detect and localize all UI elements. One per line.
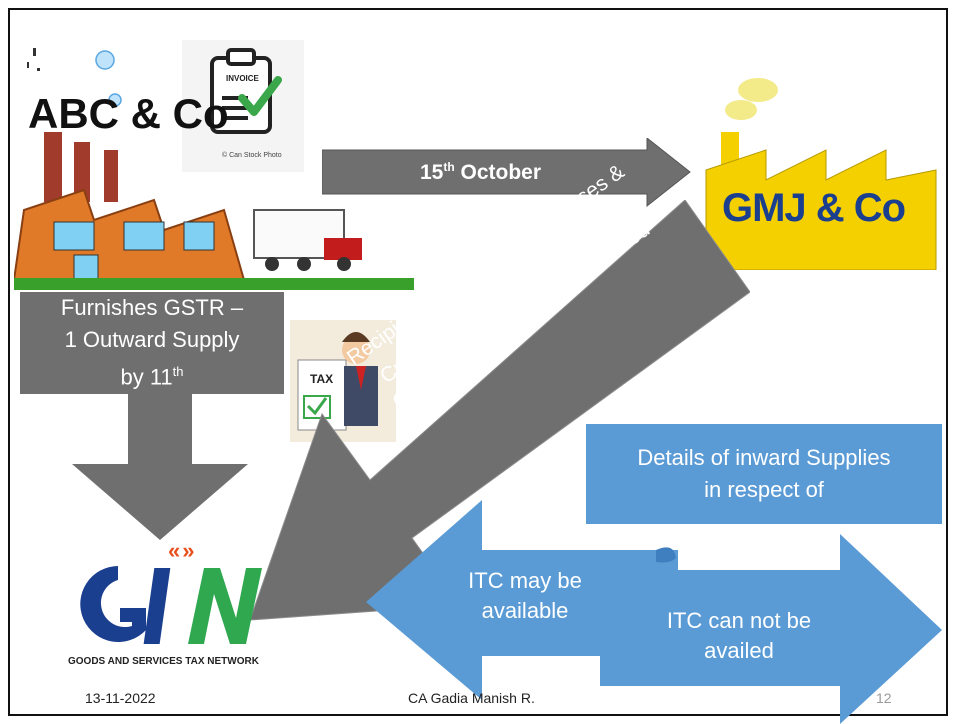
top-arrow-month: October — [454, 161, 542, 184]
gstr1-line2: 1 Outward Supply — [64, 327, 240, 352]
bubbles-decoration — [27, 48, 122, 107]
gstn-letters-icon — [80, 566, 262, 644]
invoice-clipboard-icon: INVOICE © Can Stock Photo — [182, 40, 304, 172]
gstn-tagline: GOODS AND SERVICES TAX NETWORK — [68, 656, 259, 667]
top-arrow-label: 15th October — [420, 160, 541, 185]
itc-right-line2: availed — [704, 638, 774, 663]
top-arrow-day: 15 — [420, 161, 444, 184]
itc-left-line2: available — [481, 598, 569, 623]
gstr1-line1: Furnishes GSTR – — [60, 295, 244, 320]
gstr1-box: Furnishes GSTR – 1 Outward Supply by 11t… — [20, 292, 284, 394]
gstn-logo: «» GOODS AND SERVICES TAX NETWORK — [68, 538, 288, 668]
invoice-label: INVOICE — [226, 74, 259, 83]
top-arrow-sup: th — [443, 160, 455, 174]
gstn-chevrons: «» — [168, 538, 197, 563]
factory-truck-illustration — [14, 132, 414, 290]
inward-line2: in respect of — [704, 477, 824, 502]
inward-line1: Details of inward Supplies — [637, 445, 891, 470]
gstr1-line3-sup: th — [172, 364, 184, 379]
itc-right-arrow-shape — [600, 534, 942, 724]
footer-author: CA Gadia Manish R. — [408, 690, 535, 706]
tax-return-icon: TAX — [290, 320, 396, 442]
inward-supplies-box: Details of inward Supplies in respect of — [586, 424, 942, 524]
footer-date: 13-11-2022 — [85, 690, 156, 706]
itc-left-text: ITC may be available — [450, 566, 600, 626]
itc-right-line1: ITC can not be — [666, 608, 812, 633]
itc-right-text: ITC can not be availed — [644, 606, 834, 666]
gmj-factory-illustration — [705, 78, 937, 270]
tax-label: TAX — [310, 372, 334, 386]
recipient-name: GMJ & Co — [722, 186, 906, 230]
slide: INVOICE © Can Stock Photo ABC & Co 15th … — [8, 8, 948, 724]
diagonal-arrow-shape — [249, 200, 750, 621]
gstr1-line3: by 11th — [20, 356, 284, 393]
down-arrow-shape — [72, 394, 248, 540]
footer-page: 12 — [876, 690, 892, 706]
stock-caption: © Can Stock Photo — [222, 152, 282, 159]
itc-left-line1: ITC may be — [468, 568, 582, 593]
sender-name: ABC & Co — [28, 90, 229, 137]
gstr1-line3-main: by 11 — [120, 364, 173, 390]
top-arrow-shape — [322, 138, 691, 208]
